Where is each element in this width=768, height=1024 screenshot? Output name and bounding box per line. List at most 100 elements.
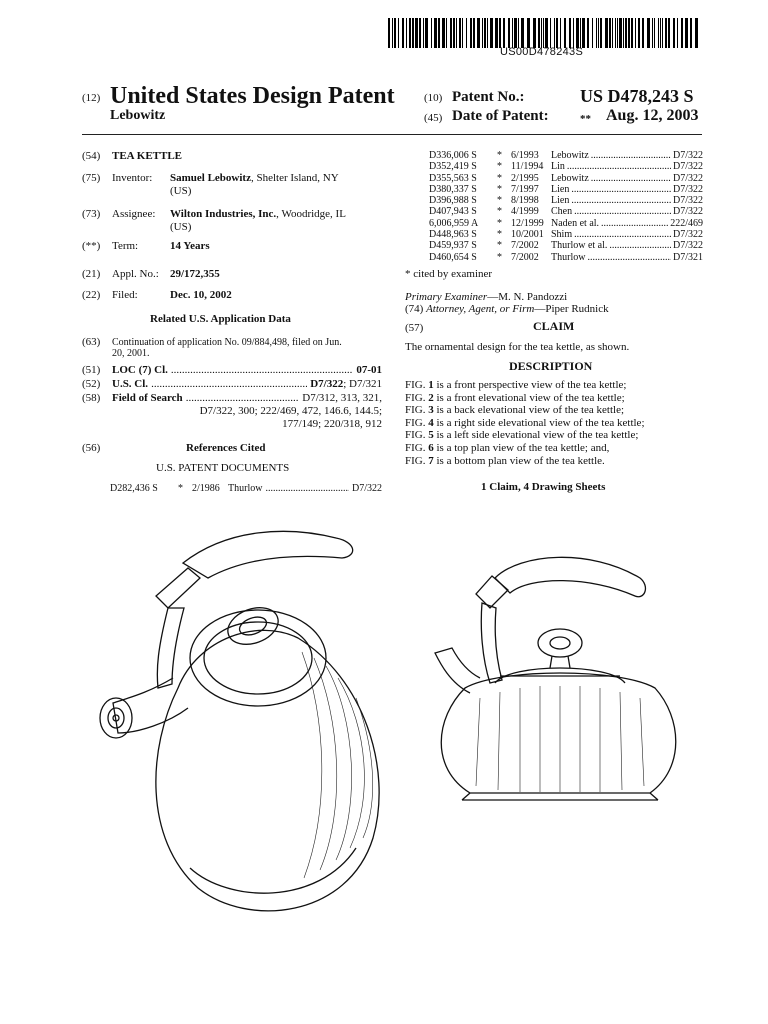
barcode-bar — [615, 18, 616, 48]
code-54: (54) — [82, 150, 101, 162]
figure-number: 4 — [428, 416, 434, 429]
barcode-bar — [406, 18, 407, 48]
barcode-bar — [456, 18, 457, 48]
figure-number: 1 — [428, 379, 434, 391]
continuation-entry: (63)Continuation of application No. 09/8… — [82, 336, 382, 360]
citation-date: 4/1999 — [511, 206, 539, 218]
kettle-elevation-drawing — [434, 556, 677, 801]
inventor-entry: (75)Inventor:Samuel Lebowitz, Shelter Is… — [82, 172, 339, 197]
barcode-bar — [596, 18, 597, 48]
code-57: (57) — [405, 322, 424, 334]
header-rule — [82, 134, 702, 135]
barcode-bar — [658, 18, 659, 48]
barcode-bar — [442, 18, 445, 48]
cited-note: * cited by examiner — [405, 268, 493, 280]
fos-label: Field of Search — [112, 392, 183, 404]
figure-label: FIG. — [405, 404, 426, 417]
assignee-entry: (73)Assignee:Wilton Industries, Inc., Wo… — [82, 208, 346, 233]
figure-label: FIG. — [405, 441, 426, 454]
citation-name: Lebowitz — [551, 150, 589, 161]
barcode-bar — [665, 18, 667, 48]
citation-number: D336,006 S — [429, 150, 477, 161]
code-12: (12) — [82, 92, 101, 104]
barcode-bar — [554, 18, 555, 48]
barcode-bar — [402, 18, 404, 48]
barcode-bar — [623, 18, 624, 48]
figure-text: is a back elevational view of the tea ke… — [436, 404, 625, 417]
inventor-name: Samuel Lebowitz — [170, 172, 251, 184]
loc-label: LOC (7) Cl. — [112, 364, 168, 376]
continuation-date: 20, 2001. — [112, 348, 150, 360]
filed-entry: (22)Filed:Dec. 10, 2002 — [82, 289, 232, 302]
barcode-bar — [453, 18, 455, 48]
barcode-bar — [690, 18, 692, 48]
barcode-bar — [685, 18, 688, 48]
barcode-bar — [425, 18, 428, 48]
figure-description: FIG. 7 is a bottom plan view of the tea … — [405, 455, 703, 468]
barcode-bar — [550, 18, 551, 48]
barcode-bar — [482, 18, 483, 48]
figure-label: FIG. — [405, 416, 426, 429]
barcode-bar — [490, 18, 493, 48]
barcode-bar — [560, 18, 561, 48]
code-45: (45) — [424, 112, 443, 124]
references-heading: References Cited — [186, 442, 266, 454]
figure-number: 5 — [428, 429, 434, 442]
term-value: 14 Years — [170, 240, 210, 252]
filed-label: Filed: — [112, 289, 138, 301]
barcode-bar — [495, 18, 498, 48]
citation-leader: ........................................… — [601, 217, 669, 229]
barcode-bar — [499, 18, 501, 48]
attorney-entry: (74) Attorney, Agent, or Firm—Piper Rudn… — [405, 303, 609, 316]
barcode-bar — [419, 18, 421, 48]
figure-number: 6 — [428, 441, 434, 454]
citation-leader: ........................................… — [566, 161, 671, 173]
citation-class: D7/322 — [673, 172, 703, 184]
assignee-location: , Woodridge, IL — [276, 208, 346, 220]
barcode-bar — [625, 18, 627, 48]
figure-text: is a bottom plan view of the tea kettle. — [436, 454, 605, 467]
barcode-bar — [638, 18, 640, 48]
citation-number: D352,419 S — [429, 161, 477, 173]
term-label: Term: — [112, 240, 139, 252]
citation-star: * — [497, 206, 502, 218]
claims-summary: 1 Claim, 4 Drawing Sheets — [481, 481, 606, 493]
barcode-bar — [668, 18, 670, 48]
citation-date: 2/1995 — [511, 172, 539, 184]
citation-leader: ........................................… — [587, 251, 671, 263]
claim-heading: CLAIM — [533, 319, 575, 333]
citation-leader: ........................................… — [590, 172, 671, 184]
barcode-bar — [654, 18, 655, 48]
barcode-bar — [573, 18, 574, 48]
kettle-2-spout — [434, 647, 481, 694]
barcode-bar — [631, 18, 633, 48]
assignee-country: (US) — [170, 220, 192, 233]
citation-star: * — [497, 240, 502, 252]
assignee-name: Wilton Industries, Inc. — [170, 208, 277, 220]
barcode-bar — [592, 18, 593, 48]
citation-star: * — [497, 150, 502, 161]
citation-name: Lin — [551, 161, 565, 173]
citation-leader: ........................................… — [574, 206, 671, 218]
inventor-location: , Shelter Island, NY — [250, 172, 339, 184]
invention-title: TEA KETTLE — [112, 150, 183, 162]
barcode-bar — [673, 18, 675, 48]
barcode-bar — [466, 18, 467, 48]
title-entry: (54) TEA KETTLE — [82, 150, 182, 163]
code-56: (56) — [82, 442, 101, 454]
filed-date: Dec. 10, 2002 — [170, 289, 232, 301]
citation-star: * — [178, 483, 183, 494]
barcode-bar — [541, 18, 542, 48]
code-10: (10) — [424, 92, 443, 104]
appl-number: 29/172,355 — [170, 268, 220, 280]
figure-text: is a front perspective view of the tea k… — [436, 379, 627, 391]
figure-description: FIG. 4 is a right side elevational view … — [405, 417, 703, 430]
citation-star: * — [497, 161, 502, 173]
citation-class: D7/322 — [673, 161, 703, 173]
citation-star: * — [497, 251, 502, 263]
citation-name: Shim — [551, 229, 573, 241]
